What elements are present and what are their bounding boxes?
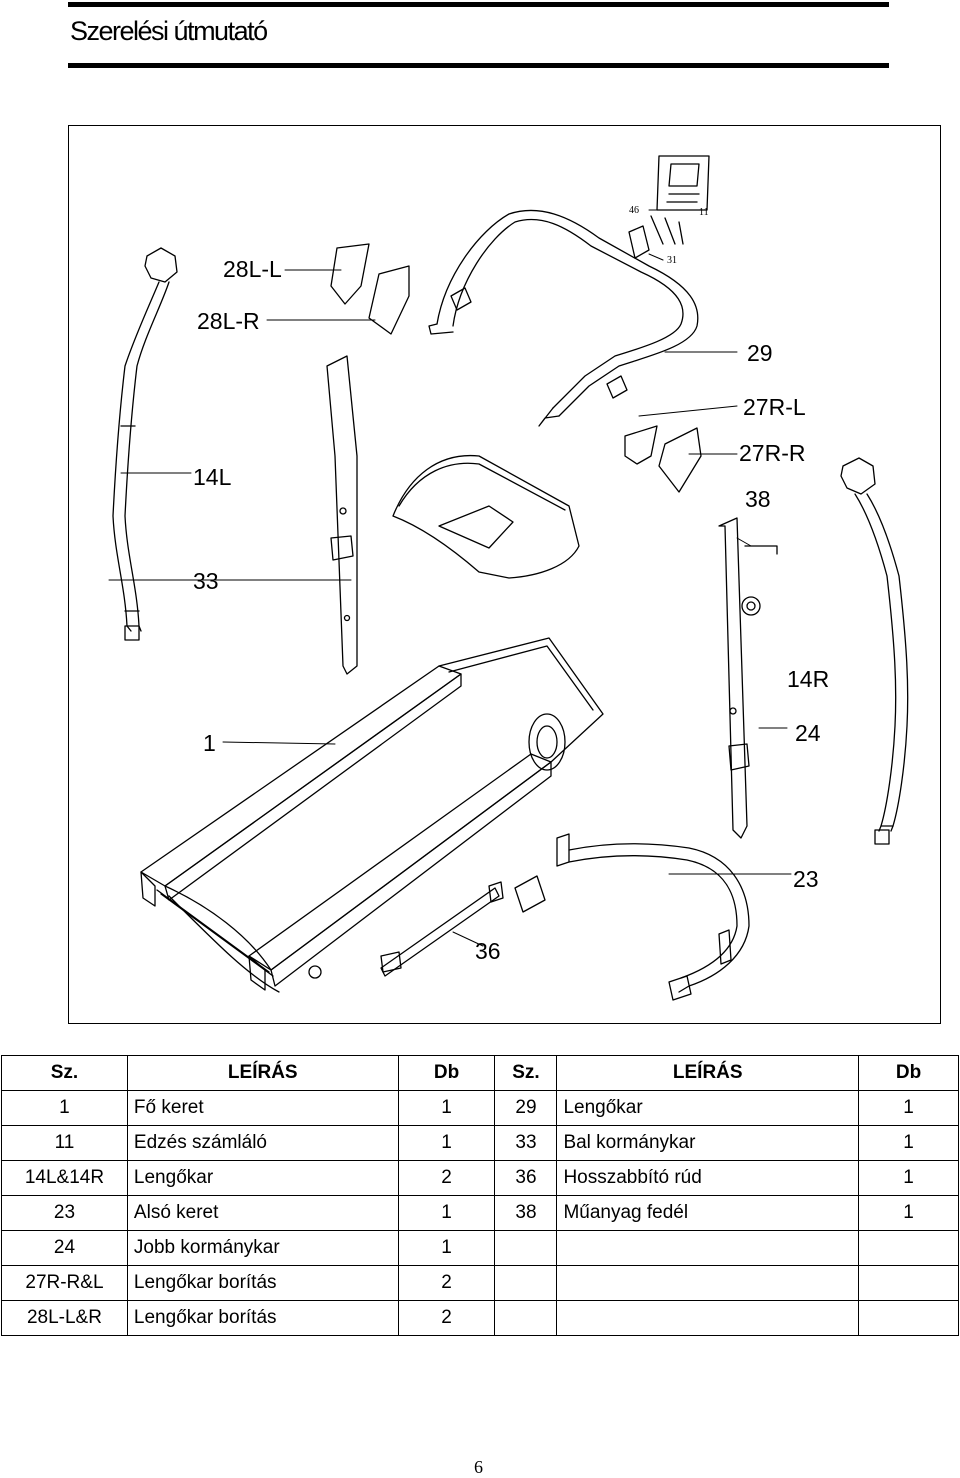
exploded-assembly-diagram: 28L-L 28L-R 14L 33 1 29 27R-L 27R-R 38 1…: [68, 125, 941, 1024]
col-header-number-2: Sz.: [494, 1055, 558, 1091]
callout-1: 1: [203, 730, 216, 756]
part-swing-arm-cover-right: [624, 425, 702, 493]
part-quantity: 1: [397, 1090, 496, 1126]
part-description: Jobb kormánykar: [126, 1230, 399, 1266]
callout-46: 46: [629, 205, 639, 216]
part-description: Műanyag fedél: [556, 1195, 860, 1231]
callout-38: 38: [745, 486, 771, 512]
part-lower-frame: [514, 833, 750, 1001]
callout-23: 23: [793, 866, 819, 892]
callout-31: 31: [667, 255, 677, 266]
part-quantity: 1: [397, 1125, 496, 1161]
part-description: Lengőkar borítás: [126, 1265, 399, 1301]
part-number: 28L-L&R: [1, 1300, 128, 1336]
page-number: 6: [474, 1457, 483, 1477]
part-main-frame: [140, 637, 604, 993]
part-quantity: [858, 1300, 959, 1336]
part-number: 27R-R&L: [1, 1265, 128, 1301]
table-header-row: Sz. LEÍRÁS Db Sz. LEÍRÁS Db: [1, 1055, 959, 1091]
header-rule-top: [68, 2, 889, 7]
page-title: Szerelési útmutató: [70, 16, 268, 46]
part-swing-arm: [428, 209, 699, 427]
part-number: [494, 1230, 558, 1266]
part-number: 1: [1, 1090, 128, 1126]
part-description: Edzés számláló: [126, 1125, 399, 1161]
part-description: Fő keret: [126, 1090, 399, 1126]
col-header-number: Sz.: [1, 1055, 128, 1091]
callout-27R-L: 27R-L: [743, 394, 806, 420]
col-header-quantity-2: Db: [858, 1055, 959, 1091]
part-description: Hosszabbító rúd: [556, 1160, 860, 1196]
part-quantity: 1: [397, 1230, 496, 1266]
callout-28L-L: 28L-L: [223, 256, 282, 282]
col-header-description: LEÍRÁS: [126, 1055, 399, 1091]
part-left-upright: [326, 355, 358, 675]
part-description: Lengőkar: [556, 1090, 860, 1126]
callout-24: 24: [795, 720, 821, 746]
part-description: [556, 1265, 860, 1301]
part-quantity: 1: [858, 1125, 959, 1161]
callout-28L-R: 28L-R: [197, 308, 260, 334]
part-number: 24: [1, 1230, 128, 1266]
part-extension-rod: [380, 881, 504, 977]
part-description: Lengőkar: [126, 1160, 399, 1196]
part-number: [494, 1265, 558, 1301]
part-quantity: 1: [397, 1195, 496, 1231]
callout-11: 11: [699, 207, 709, 218]
callout-29: 29: [747, 340, 773, 366]
part-number: [494, 1300, 558, 1336]
callout-33: 33: [193, 568, 219, 594]
callout-14R: 14R: [787, 666, 830, 692]
leader-lines: [108, 209, 792, 947]
part-quantity: 2: [397, 1265, 496, 1301]
part-quantity: 1: [858, 1160, 959, 1196]
part-number: 14L&14R: [1, 1160, 128, 1196]
part-number: 38: [494, 1195, 558, 1231]
part-description: Alsó keret: [126, 1195, 399, 1231]
col-header-description-2: LEÍRÁS: [556, 1055, 860, 1091]
callout-27R-R: 27R-R: [739, 440, 806, 466]
part-number: 11: [1, 1125, 128, 1161]
part-computer-console: [628, 155, 710, 259]
part-quantity: 1: [858, 1195, 959, 1231]
part-quantity: 1: [858, 1090, 959, 1126]
diagram-drawing: [108, 155, 909, 1001]
part-quantity: 2: [397, 1300, 496, 1336]
header-rule-bottom: [68, 63, 889, 68]
part-quantity: 2: [397, 1160, 496, 1196]
part-description: Bal kormánykar: [556, 1125, 860, 1161]
part-left-handlebar: [112, 247, 178, 641]
part-description: [556, 1230, 860, 1266]
part-right-upright: [718, 517, 778, 839]
part-quantity: [858, 1265, 959, 1301]
part-description: Lengőkar borítás: [126, 1300, 399, 1336]
part-swing-arm-cover-left: [330, 243, 410, 335]
part-description: [556, 1300, 860, 1336]
col-header-quantity: Db: [397, 1055, 496, 1091]
part-number: 29: [494, 1090, 558, 1126]
callout-36: 36: [475, 938, 501, 964]
part-number: 33: [494, 1125, 558, 1161]
part-number: 36: [494, 1160, 558, 1196]
part-right-handlebar: [840, 457, 909, 845]
part-number: 23: [1, 1195, 128, 1231]
callout-14L: 14L: [193, 464, 232, 490]
part-quantity: [858, 1230, 959, 1266]
part-plastic-motor-cover: [392, 454, 580, 579]
